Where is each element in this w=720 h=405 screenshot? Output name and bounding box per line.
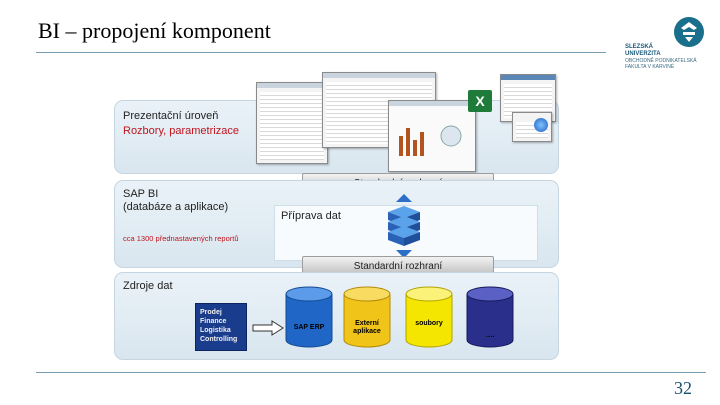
- presentation-layer-sub: Rozbory, parametrizace: [123, 125, 239, 137]
- datastore-external-apps: Externí aplikace: [343, 286, 391, 348]
- sapbi-label-line2: (databáze a aplikace): [123, 201, 229, 213]
- datastore-label: soubory: [415, 320, 443, 327]
- browser-icon: [534, 118, 548, 132]
- area-item: Logistika: [200, 327, 231, 334]
- sapbi-label-line1: SAP BI: [123, 188, 159, 200]
- business-areas-box: Prodej Finance Logistika Controlling: [195, 303, 247, 351]
- database-icon: [466, 286, 514, 348]
- sapbi-note: cca 1300 přednastavených reportů: [123, 234, 239, 243]
- excel-icon: X: [468, 90, 492, 112]
- bar-chart-icon: [399, 125, 462, 156]
- title-divider: [36, 52, 606, 53]
- area-item: Finance: [200, 318, 227, 325]
- datastore-sap-erp: SAP ERP: [285, 286, 333, 348]
- logo-line1: SLEZSKÁ: [625, 44, 654, 50]
- sources-layer-label: Zdroje dat: [123, 280, 173, 292]
- logo-subtitle: OBCHODNĚ PODNIKATELSKÁ FAKULTA V KARVINÉ: [625, 58, 697, 70]
- dashboard-thumbnail: [388, 100, 476, 172]
- area-item: Prodej: [200, 309, 222, 316]
- footer-divider: [36, 372, 706, 373]
- logo-line2: UNIVERZITA: [625, 51, 661, 57]
- arrow-right-icon: [252, 320, 284, 336]
- database-icon: [405, 286, 453, 348]
- datastore-label: ….: [485, 332, 495, 339]
- datastore-label: Externí aplikace: [353, 320, 381, 335]
- area-item: Controlling: [200, 336, 238, 343]
- datastore-label: SAP ERP: [293, 324, 325, 331]
- presentation-layer-label: Prezentační úroveň: [123, 110, 219, 122]
- data-cube-icon: [388, 194, 420, 258]
- page-number: 32: [674, 378, 692, 398]
- database-icon: [285, 286, 333, 348]
- slide-title: BI – propojení komponent: [38, 18, 271, 43]
- logo-text: SLEZSKÁ UNIVERZITA OBCHODNĚ PODNIKATELSK…: [625, 44, 715, 70]
- document-thumbnail: [512, 112, 552, 142]
- datastore-other: ….: [466, 286, 514, 348]
- datastore-files: soubory: [405, 286, 453, 348]
- report-thumbnail: [256, 82, 328, 164]
- database-icon: [343, 286, 391, 348]
- university-logo-icon: [674, 17, 704, 47]
- prep-label: Příprava dat: [281, 210, 341, 222]
- sapbi-layer-label: SAP BI (databáze a aplikace): [123, 188, 228, 214]
